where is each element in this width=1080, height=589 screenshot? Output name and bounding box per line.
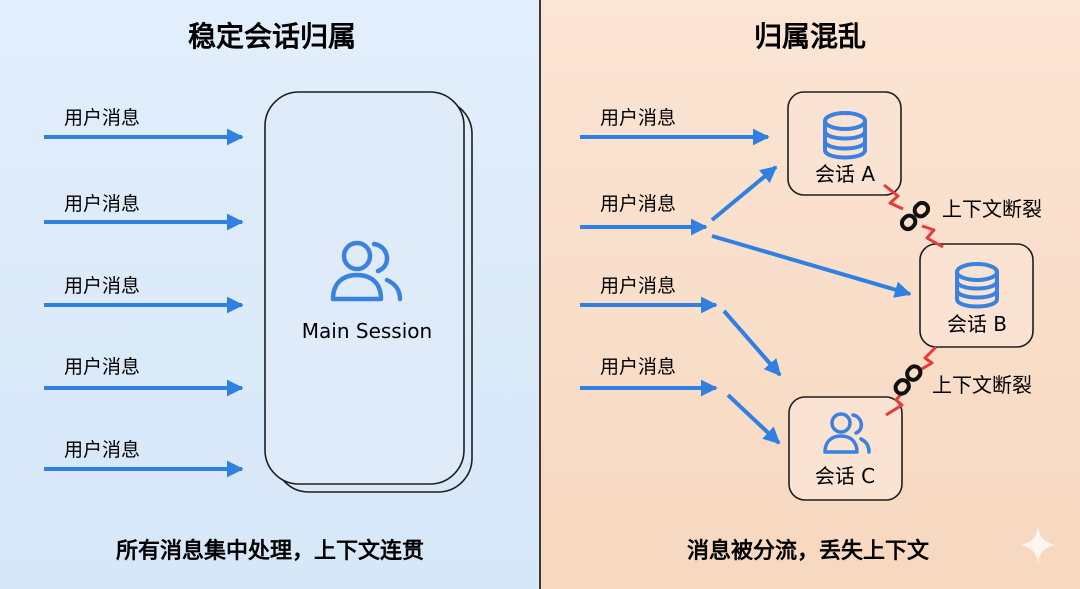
route-to-a-arrow (710, 165, 778, 222)
context-break-bottom: 上下文断裂 (885, 345, 1032, 417)
routing-arrows (710, 165, 912, 445)
sparkle-icon (1021, 527, 1055, 563)
users-icon (330, 240, 403, 302)
users-icon (823, 412, 871, 454)
session-b-label: 会话 B (947, 312, 1007, 336)
main-session-card: Main Session (264, 91, 473, 493)
session-c-label: 会话 C (815, 464, 875, 488)
left-message-label: 用户消息 (64, 107, 140, 129)
route-to-c-arrow (726, 393, 781, 445)
database-icon (823, 111, 867, 160)
context-break-label: 上下文断裂 (942, 197, 1042, 221)
left-message-label: 用户消息 (64, 439, 140, 461)
panel-divider (539, 0, 541, 589)
right-message-label: 用户消息 (600, 107, 676, 129)
route-to-c-arrow (722, 309, 782, 377)
context-break-label: 上下文断裂 (932, 373, 1032, 397)
left-title: 稳定会话归属 (188, 20, 356, 53)
right-message-label: 用户消息 (600, 275, 676, 297)
right-message-label: 用户消息 (600, 193, 676, 215)
context-break-top: 上下文断裂 (883, 183, 1042, 249)
main-session-label: Main Session (302, 319, 432, 343)
right-message-label: 用户消息 (600, 356, 676, 378)
left-message-group: 用户消息 用户消息 用户消息 用户消息 用户消息 (44, 107, 244, 478)
left-message-label: 用户消息 (64, 356, 140, 378)
session-a-card: 会话 A (787, 91, 902, 196)
right-title: 归属混乱 (754, 20, 866, 53)
session-a-label: 会话 A (815, 162, 875, 186)
left-message-label: 用户消息 (64, 275, 140, 297)
database-icon (955, 262, 999, 309)
left-caption: 所有消息集中处理，上下文连贯 (116, 538, 424, 564)
session-b-card: 会话 B (919, 243, 1034, 348)
session-c-card: 会话 C (788, 396, 903, 501)
left-message-label: 用户消息 (64, 193, 140, 215)
right-caption: 消息被分流，丢失上下文 (687, 538, 930, 564)
broken-link-icon (893, 364, 923, 396)
broken-link-icon (899, 200, 931, 232)
right-message-group: 用户消息 用户消息 用户消息 用户消息 (580, 107, 770, 397)
route-to-b-arrow (711, 234, 912, 298)
